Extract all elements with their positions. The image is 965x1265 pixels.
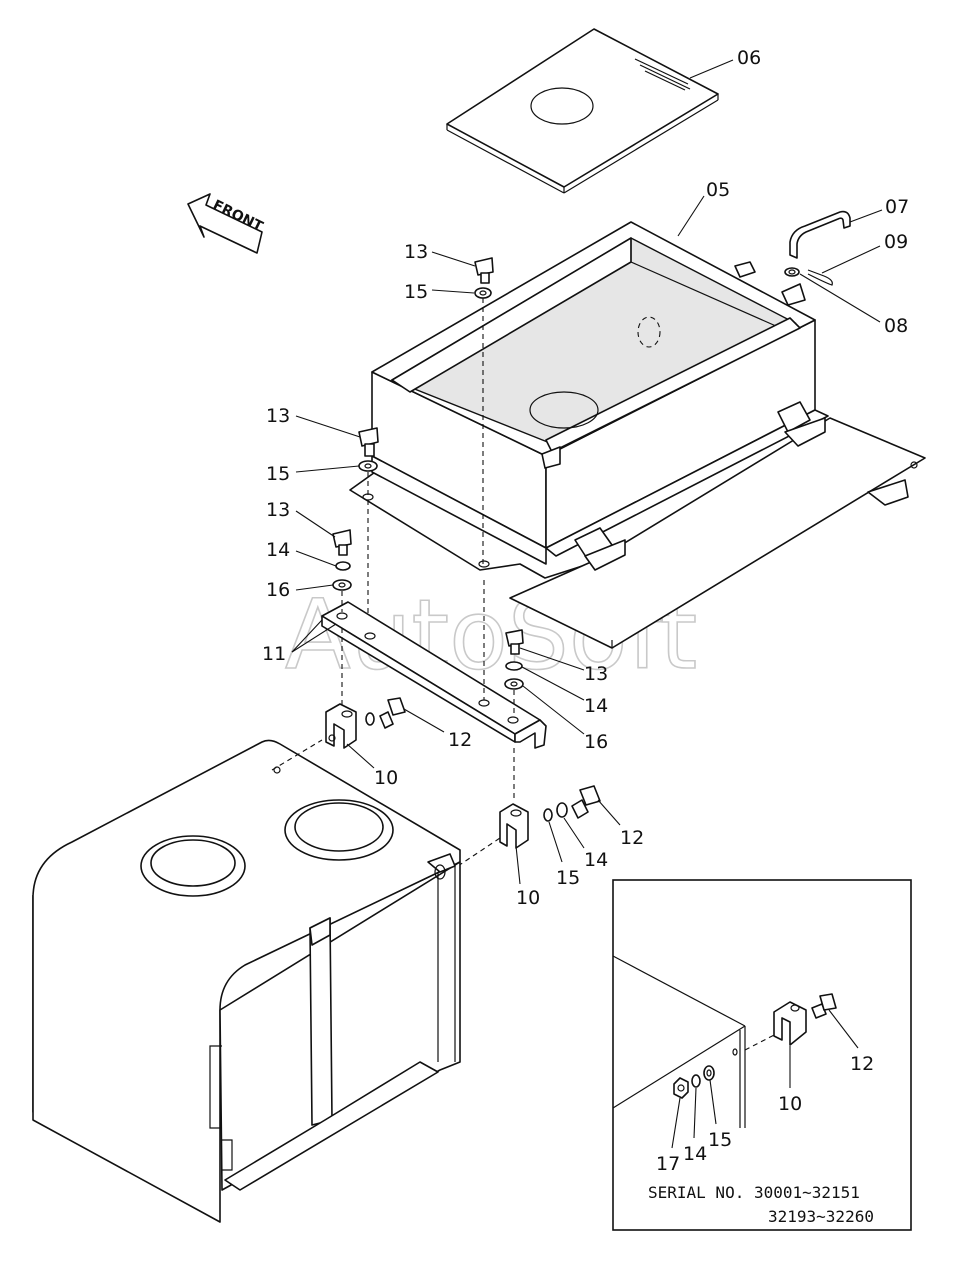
serial-line-1: SERIAL NO. 30001~32151 [648, 1183, 860, 1202]
cover-plate [446, 28, 719, 194]
cotter-pin [807, 269, 833, 286]
callout-13-top: 13 [404, 241, 476, 267]
svg-text:10: 10 [516, 887, 540, 909]
svg-text:08: 08 [884, 315, 908, 337]
callout-11: 11 [262, 619, 337, 665]
callout-14-mid-right: 14 [521, 666, 608, 717]
clip-10-right [499, 803, 529, 849]
handle [789, 210, 851, 259]
svg-text:13: 13 [404, 241, 428, 263]
tool-box [349, 221, 926, 649]
washer-16-right [504, 678, 524, 690]
callout-16-mid-left: 16 [266, 579, 334, 601]
svg-text:15: 15 [404, 281, 428, 303]
callout-15-lower: 15 [548, 821, 580, 889]
callout-12-left: 12 [403, 708, 472, 751]
lockwasher-14-left [335, 561, 351, 571]
washer-16-left [332, 579, 352, 591]
callout-05: 05 [677, 179, 730, 237]
support-bracket [321, 601, 547, 749]
svg-text:05: 05 [706, 179, 730, 201]
front-arrow: FRONT [187, 193, 266, 254]
bolt-12-right [571, 785, 601, 819]
svg-text:13: 13 [266, 499, 290, 521]
inset-callout-12: 12 [850, 1053, 874, 1075]
callout-10-left: 10 [346, 743, 398, 789]
handle-washer [784, 267, 800, 277]
svg-text:14: 14 [584, 695, 608, 717]
callout-06: 06 [689, 47, 761, 79]
svg-text:07: 07 [885, 196, 909, 218]
fuel-tank [32, 739, 461, 1223]
svg-text:12: 12 [620, 827, 644, 849]
svg-text:15: 15 [266, 463, 290, 485]
callout-16-mid-right: 16 [522, 685, 608, 753]
callout-13-left: 13 [266, 405, 361, 438]
callout-13-mid-right: 13 [519, 647, 608, 685]
inset-callout-15: 15 [708, 1129, 732, 1151]
svg-text:12: 12 [448, 729, 472, 751]
callout-09: 09 [821, 231, 908, 274]
callout-14-lower: 14 [563, 817, 608, 871]
callout-12-right: 12 [597, 799, 644, 849]
callout-15-top: 15 [404, 281, 475, 303]
bolt-13-mid-right [505, 629, 524, 655]
svg-text:15: 15 [556, 867, 580, 889]
clip-10-left [325, 703, 357, 749]
svg-text:14: 14 [266, 539, 290, 561]
svg-text:13: 13 [266, 405, 290, 427]
inset-detail: 12 10 17 14 15 SERIAL NO. 30001~32151 32… [612, 879, 912, 1231]
inset-callout-17: 17 [656, 1153, 680, 1175]
callout-08: 08 [799, 273, 908, 337]
serial-line-2: 32193~32260 [768, 1207, 874, 1226]
callout-07: 07 [849, 196, 909, 223]
svg-text:11: 11 [262, 643, 286, 665]
inset-callout-14: 14 [683, 1143, 707, 1165]
callout-14-mid-left: 14 [266, 539, 337, 567]
svg-text:13: 13 [584, 663, 608, 685]
svg-text:16: 16 [584, 731, 608, 753]
bolt-13-mid-left [332, 529, 352, 556]
svg-text:10: 10 [374, 767, 398, 789]
svg-text:16: 16 [266, 579, 290, 601]
washer-15-top [474, 287, 492, 299]
bolt-13-top [474, 257, 494, 284]
washer-left-clip [365, 712, 375, 726]
callout-10-right: 10 [515, 845, 540, 909]
bolt-13-left [358, 427, 379, 457]
washer-15-left [358, 460, 378, 472]
lockwasher-14-lower [556, 802, 568, 818]
callout-13-mid-left: 13 [266, 499, 336, 538]
svg-text:06: 06 [737, 47, 761, 69]
svg-text:14: 14 [584, 849, 608, 871]
inset-callout-10: 10 [778, 1093, 802, 1115]
callout-15-left: 15 [266, 463, 360, 485]
washer-15-right [543, 808, 553, 822]
svg-text:09: 09 [884, 231, 908, 253]
lockwasher-14-right [505, 661, 523, 671]
bolt-12-left [379, 697, 406, 729]
